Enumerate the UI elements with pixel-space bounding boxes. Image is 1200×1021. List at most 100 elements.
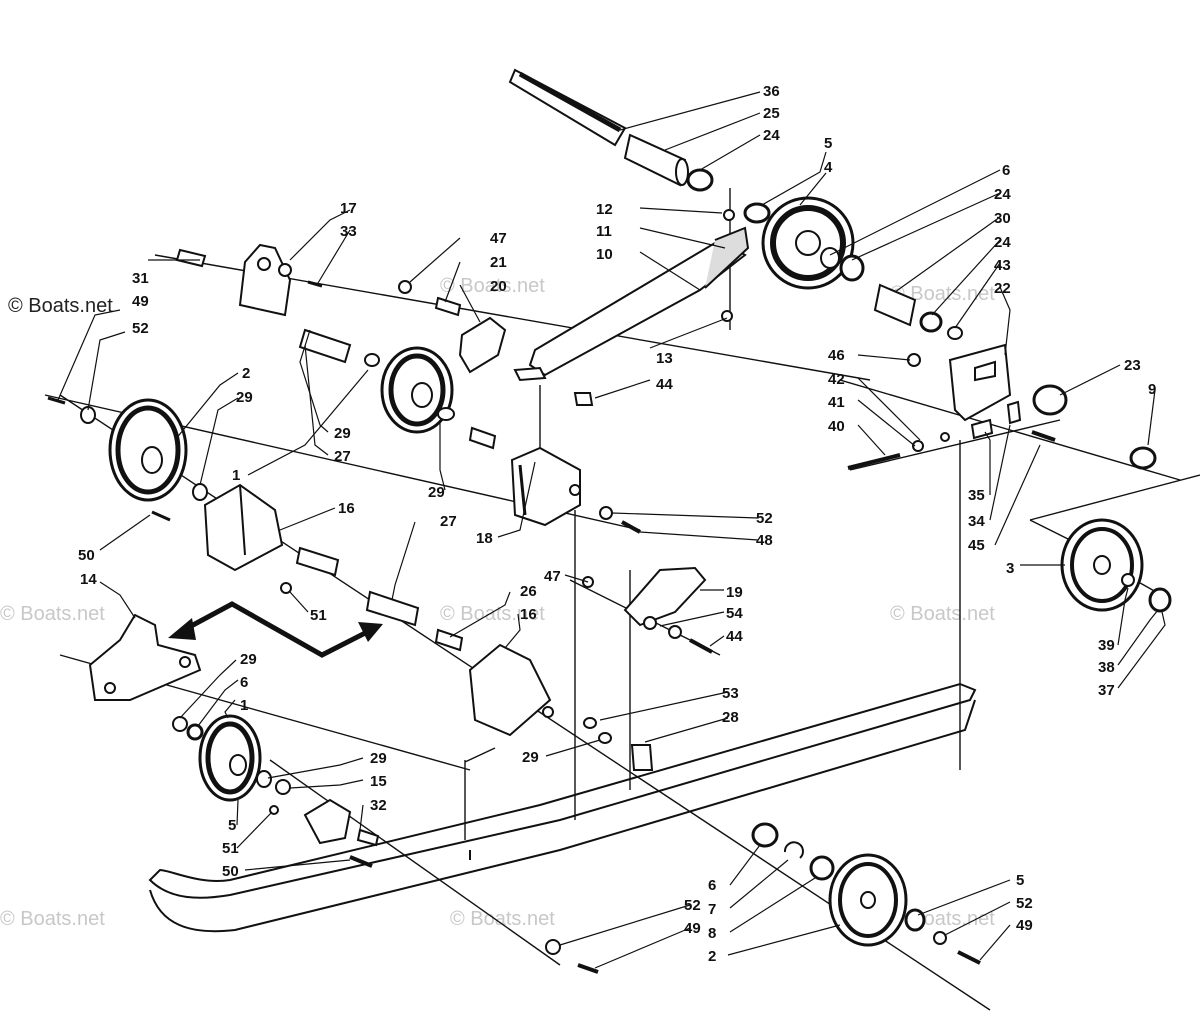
callout-49: 49: [132, 293, 149, 310]
washer-52-bottom: [545, 939, 561, 955]
callout-28: 28: [722, 709, 739, 726]
callout-31: 31: [132, 270, 149, 287]
bolt-12: [723, 209, 735, 221]
bolt-44-top: [573, 392, 594, 406]
hub-32: [303, 798, 380, 847]
callout-52: 52: [1016, 895, 1033, 912]
callout-29: 29: [236, 389, 253, 406]
callout-15: 15: [370, 773, 387, 790]
watermark-text: © Boats.net: [0, 603, 105, 625]
callout-46: 46: [828, 347, 845, 364]
block-28: [630, 744, 654, 771]
washers-lower-left: [172, 716, 204, 741]
nut-51-upper: [280, 582, 292, 594]
direction-arrow: [168, 601, 383, 658]
callout-29: 29: [522, 749, 539, 766]
callout-51: 51: [310, 607, 327, 624]
callout-16: 16: [338, 500, 355, 517]
washer-29-left: [192, 483, 208, 501]
callout-16: 16: [520, 606, 537, 623]
callout-38: 38: [1098, 659, 1115, 676]
watermark-corner-text: © Boats.net: [8, 295, 113, 317]
washer-53: [583, 717, 597, 729]
watermark-text: © Boats.net: [440, 275, 545, 297]
callout-10: 10: [596, 246, 613, 263]
hub-37-38-39: [1121, 573, 1172, 613]
callout-labels: 36 25 24 5 4 6 24 30 24 43 22 12 11 10 1…: [78, 83, 1156, 965]
callout-42: 42: [828, 371, 845, 388]
bolt-48: [621, 520, 641, 534]
callout-5: 5: [1016, 872, 1024, 889]
wheel-3: [1060, 518, 1144, 612]
callout-50: 50: [78, 547, 95, 564]
wheel-4: [761, 196, 855, 290]
callout-51: 51: [222, 840, 239, 857]
callout-49: 49: [1016, 917, 1033, 934]
spacer-35: [970, 418, 994, 440]
washers-54: [643, 616, 682, 639]
watermark-text: © Boats.net: [0, 908, 105, 930]
washers-41-42: [912, 432, 950, 452]
callout-45: 45: [968, 537, 985, 554]
callout-40: 40: [828, 418, 845, 435]
callout-49: 49: [684, 920, 701, 937]
tube-27-upper: [298, 328, 352, 364]
callout-1: 1: [240, 697, 248, 714]
callout-34: 34: [968, 513, 985, 530]
bolt-47-upper: [398, 280, 412, 294]
bracket-14: [88, 613, 202, 701]
bearing-group-upper-right: [820, 247, 963, 340]
callout-30: 30: [994, 210, 1011, 227]
cap-9: [1129, 446, 1157, 470]
callout-3: 3: [1006, 560, 1014, 577]
callout-44: 44: [656, 376, 673, 393]
skid-rail: [148, 682, 977, 933]
callout-19: 19: [726, 584, 743, 601]
callout-27: 27: [440, 513, 457, 530]
watermark-text: © Boats.net: [890, 283, 995, 305]
washer-29-upper: [364, 353, 380, 367]
callout-23: 23: [1124, 357, 1141, 374]
washers-29-15: [256, 770, 291, 795]
callout-2: 2: [242, 365, 250, 382]
callout-24: 24: [994, 234, 1011, 251]
watermark-text: © Boats.net: [450, 908, 555, 930]
clip-7: [783, 841, 804, 859]
bracket-18: [510, 446, 581, 527]
callout-6: 6: [708, 877, 716, 894]
wheel-2-left: [108, 398, 188, 502]
clip-34: [1006, 400, 1022, 425]
callout-39: 39: [1098, 637, 1115, 654]
bracket-17: [238, 243, 292, 317]
callout-25: 25: [763, 105, 780, 122]
callout-50: 50: [222, 863, 239, 880]
callout-29: 29: [370, 750, 387, 767]
callout-33: 33: [340, 223, 357, 240]
spacer-25: [623, 133, 689, 187]
callout-47: 47: [544, 568, 561, 585]
spacer-center: [468, 426, 497, 450]
callout-54: 54: [726, 605, 743, 622]
callout-8: 8: [708, 925, 716, 942]
callout-41: 41: [828, 394, 845, 411]
callout-20: 20: [490, 278, 507, 295]
callout-22: 22: [994, 280, 1011, 297]
bolt-50-upper: [151, 510, 171, 522]
block-20: [458, 316, 507, 374]
callout-36: 36: [763, 83, 780, 100]
bushing-24-top: [686, 168, 714, 192]
plate-22: [948, 343, 1012, 422]
bolt-44-lower: [689, 638, 713, 654]
callout-9: 9: [1148, 381, 1156, 398]
shaft-36: [508, 68, 627, 147]
callout-43: 43: [994, 257, 1011, 274]
bolt-45: [1031, 430, 1056, 442]
bushing-23: [1032, 384, 1068, 416]
callout-18: 18: [476, 530, 493, 547]
callout-6: 6: [1002, 162, 1010, 179]
callout-52: 52: [684, 897, 701, 914]
callout-11: 11: [596, 223, 612, 240]
callout-37: 37: [1098, 682, 1115, 699]
screw-33: [307, 280, 323, 288]
